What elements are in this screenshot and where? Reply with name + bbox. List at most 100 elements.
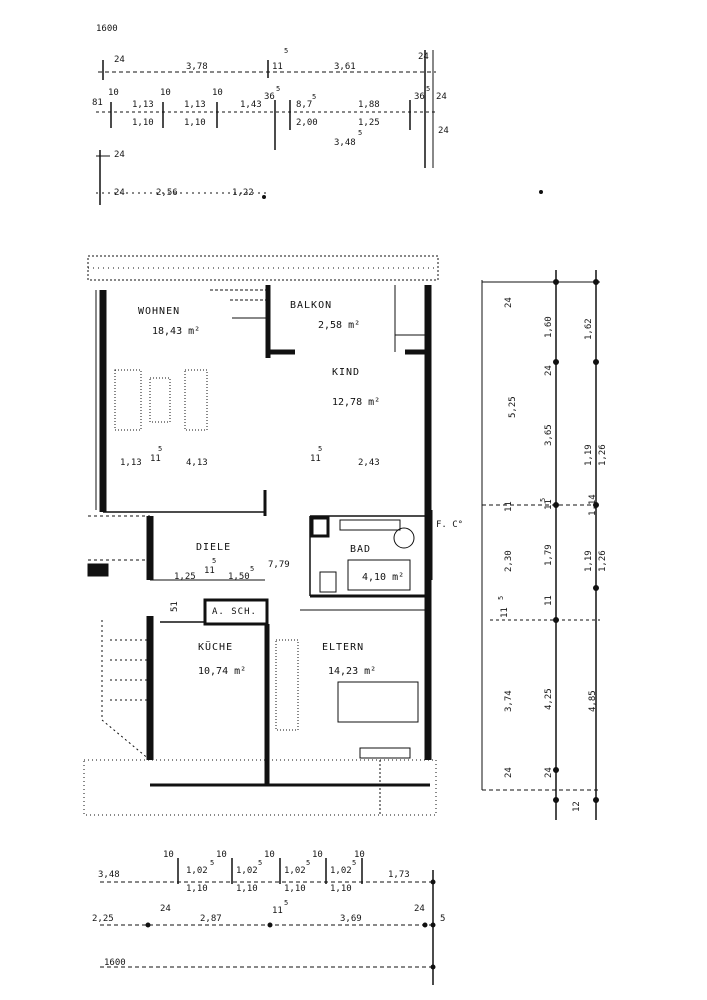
inner-dim-label: 1,50 [228, 572, 250, 582]
room-area-bad: 4,10 m² [362, 572, 405, 583]
top-dim-label: 1,88 [358, 100, 380, 110]
bottom-dim-label: 1,02 [284, 866, 306, 876]
bottom-dim-label: 5 [440, 914, 446, 924]
room-area-wohnen: 18,43 m² [152, 326, 201, 337]
top-dim-label: 8,7 [296, 100, 313, 110]
bottom-dim-label: 3,48 [98, 870, 120, 880]
right-dim-label: 3,74 [504, 690, 514, 712]
right-dim-label: 11 [504, 501, 514, 512]
right-dim-label: 24 [504, 297, 514, 308]
right-dim-label: 11 [500, 607, 510, 618]
bottom-dim-sup: 5 [258, 859, 263, 867]
right-dim-label: 4,25 [544, 688, 554, 710]
top-dim-label: 11 [272, 62, 283, 72]
right-dim-label: 1,79 [544, 544, 554, 566]
top-dim-sup: 5 [426, 85, 431, 93]
right-dim-label: 3,65 [544, 424, 554, 446]
right-dim-label: 1,19 [584, 550, 594, 572]
room-label-wohnen: WOHNEN [138, 306, 181, 317]
top-dim-label: 24 [114, 150, 125, 160]
top-dim-label: 1,22 [232, 188, 254, 198]
bottom-dim-label: 10 [163, 850, 174, 860]
room-label-kind: KIND [332, 367, 361, 378]
top-dim-sup: 5 [284, 47, 289, 55]
right-dim-label: 1,14 [588, 494, 598, 516]
bottom-dim-label: 2,87 [200, 914, 222, 924]
room-area-eltern: 14,23 m² [328, 666, 377, 677]
inner-dim-label: 11 [204, 566, 215, 576]
top-dim-label: 2,56 [156, 188, 178, 198]
top-dim-sup: 5 [312, 93, 317, 101]
inner-dim-sup: 5 [318, 445, 323, 453]
top-dim-label: 1,10 [132, 118, 154, 128]
room-label-kueche: KÜCHE [198, 642, 234, 653]
top-dim-label: 1,43 [240, 100, 262, 110]
room-label-balkon: BALKON [290, 300, 333, 311]
inner-dim-sup: 5 [212, 557, 217, 565]
room-area-kueche: 10,74 m² [198, 666, 247, 677]
bottom-dim-label: 24 [160, 904, 171, 914]
room-label-bad: BAD [350, 544, 372, 555]
bottom-dim-sup: 5 [306, 859, 311, 867]
top-dim-label: 24 [436, 92, 447, 102]
top-dim-label: 1,13 [132, 100, 154, 110]
room-area-balkon: 2,58 m² [318, 320, 361, 331]
right-dim-label: 11 [544, 595, 554, 606]
bottom-overall-dim: 1600 [104, 958, 126, 968]
inner-dim-sup: 5 [158, 445, 163, 453]
right-dim-label: 1,26 [598, 444, 608, 466]
right-dim-label: 24 [504, 767, 514, 778]
right-dim-label: 1,60 [544, 316, 554, 338]
bottom-dim-label: 10 [216, 850, 227, 860]
top-dim-label: 3,61 [334, 62, 356, 72]
top-dim-label: 81 [92, 98, 103, 108]
abstellraum-box [203, 598, 269, 626]
room-area-diele: 7,79 [268, 560, 290, 570]
top-overall-dim: 1600 [96, 24, 118, 34]
top-dim-label: 3,48 [334, 138, 356, 148]
bottom-dim-label: 1,10 [236, 884, 258, 894]
right-dim-sup: 5 [539, 497, 547, 502]
bottom-dim-label: 1,73 [388, 870, 410, 880]
top-dim-label: 24 [114, 188, 125, 198]
top-dim-label: 36 [414, 92, 425, 102]
right-dim-label: 1,62 [584, 318, 594, 340]
right-dim-sup: 5 [497, 595, 505, 600]
right-dim-label: 1,26 [598, 550, 608, 572]
bottom-dim-label: 1,10 [284, 884, 306, 894]
bottom-dim-label: 2,25 [92, 914, 114, 924]
bottom-dim-sup: 5 [352, 859, 357, 867]
right-dim-label: 5,25 [508, 396, 518, 418]
top-dim-sup: 5 [276, 85, 281, 93]
bottom-dim-label: 24 [414, 904, 425, 914]
bottom-dim-label: 10 [264, 850, 275, 860]
bottom-dim-label: 3,69 [340, 914, 362, 924]
inner-dim-label: 11 [310, 454, 321, 464]
bottom-dim-label: 10 [312, 850, 323, 860]
bottom-dim-label: 1,02 [330, 866, 352, 876]
top-dim-label: 1,25 [358, 118, 380, 128]
bottom-dim-label: 1,10 [186, 884, 208, 894]
top-dim-label: 36 [264, 92, 275, 102]
right-dim-label: 2,30 [504, 550, 514, 572]
bottom-dim-label: 10 [354, 850, 365, 860]
outer-wall-bottom [83, 759, 437, 816]
right-dim-label: 24 [544, 767, 554, 778]
right-dim-label: 4,85 [588, 690, 598, 712]
bottom-dim-label: 1,02 [186, 866, 208, 876]
top-dim-label: 3,78 [186, 62, 208, 72]
top-dim-label: 1,10 [184, 118, 206, 128]
room-label-diele: DIELE [196, 542, 232, 553]
room-label-eltern: ELTERN [322, 642, 365, 653]
top-dim-label: 2,00 [296, 118, 318, 128]
inner-dim-label: 51 [170, 601, 180, 612]
inner-dim-sup: 5 [250, 565, 255, 573]
room-area-kind: 12,78 m² [332, 397, 381, 408]
top-dim-label: 24 [438, 126, 449, 136]
top-dim-label: 10 [212, 88, 223, 98]
top-dim-sup: 5 [358, 129, 363, 137]
inner-dim-label: 1,25 [174, 572, 196, 582]
bottom-dim-label: 1,10 [330, 884, 352, 894]
right-dim-label: 24 [544, 365, 554, 376]
